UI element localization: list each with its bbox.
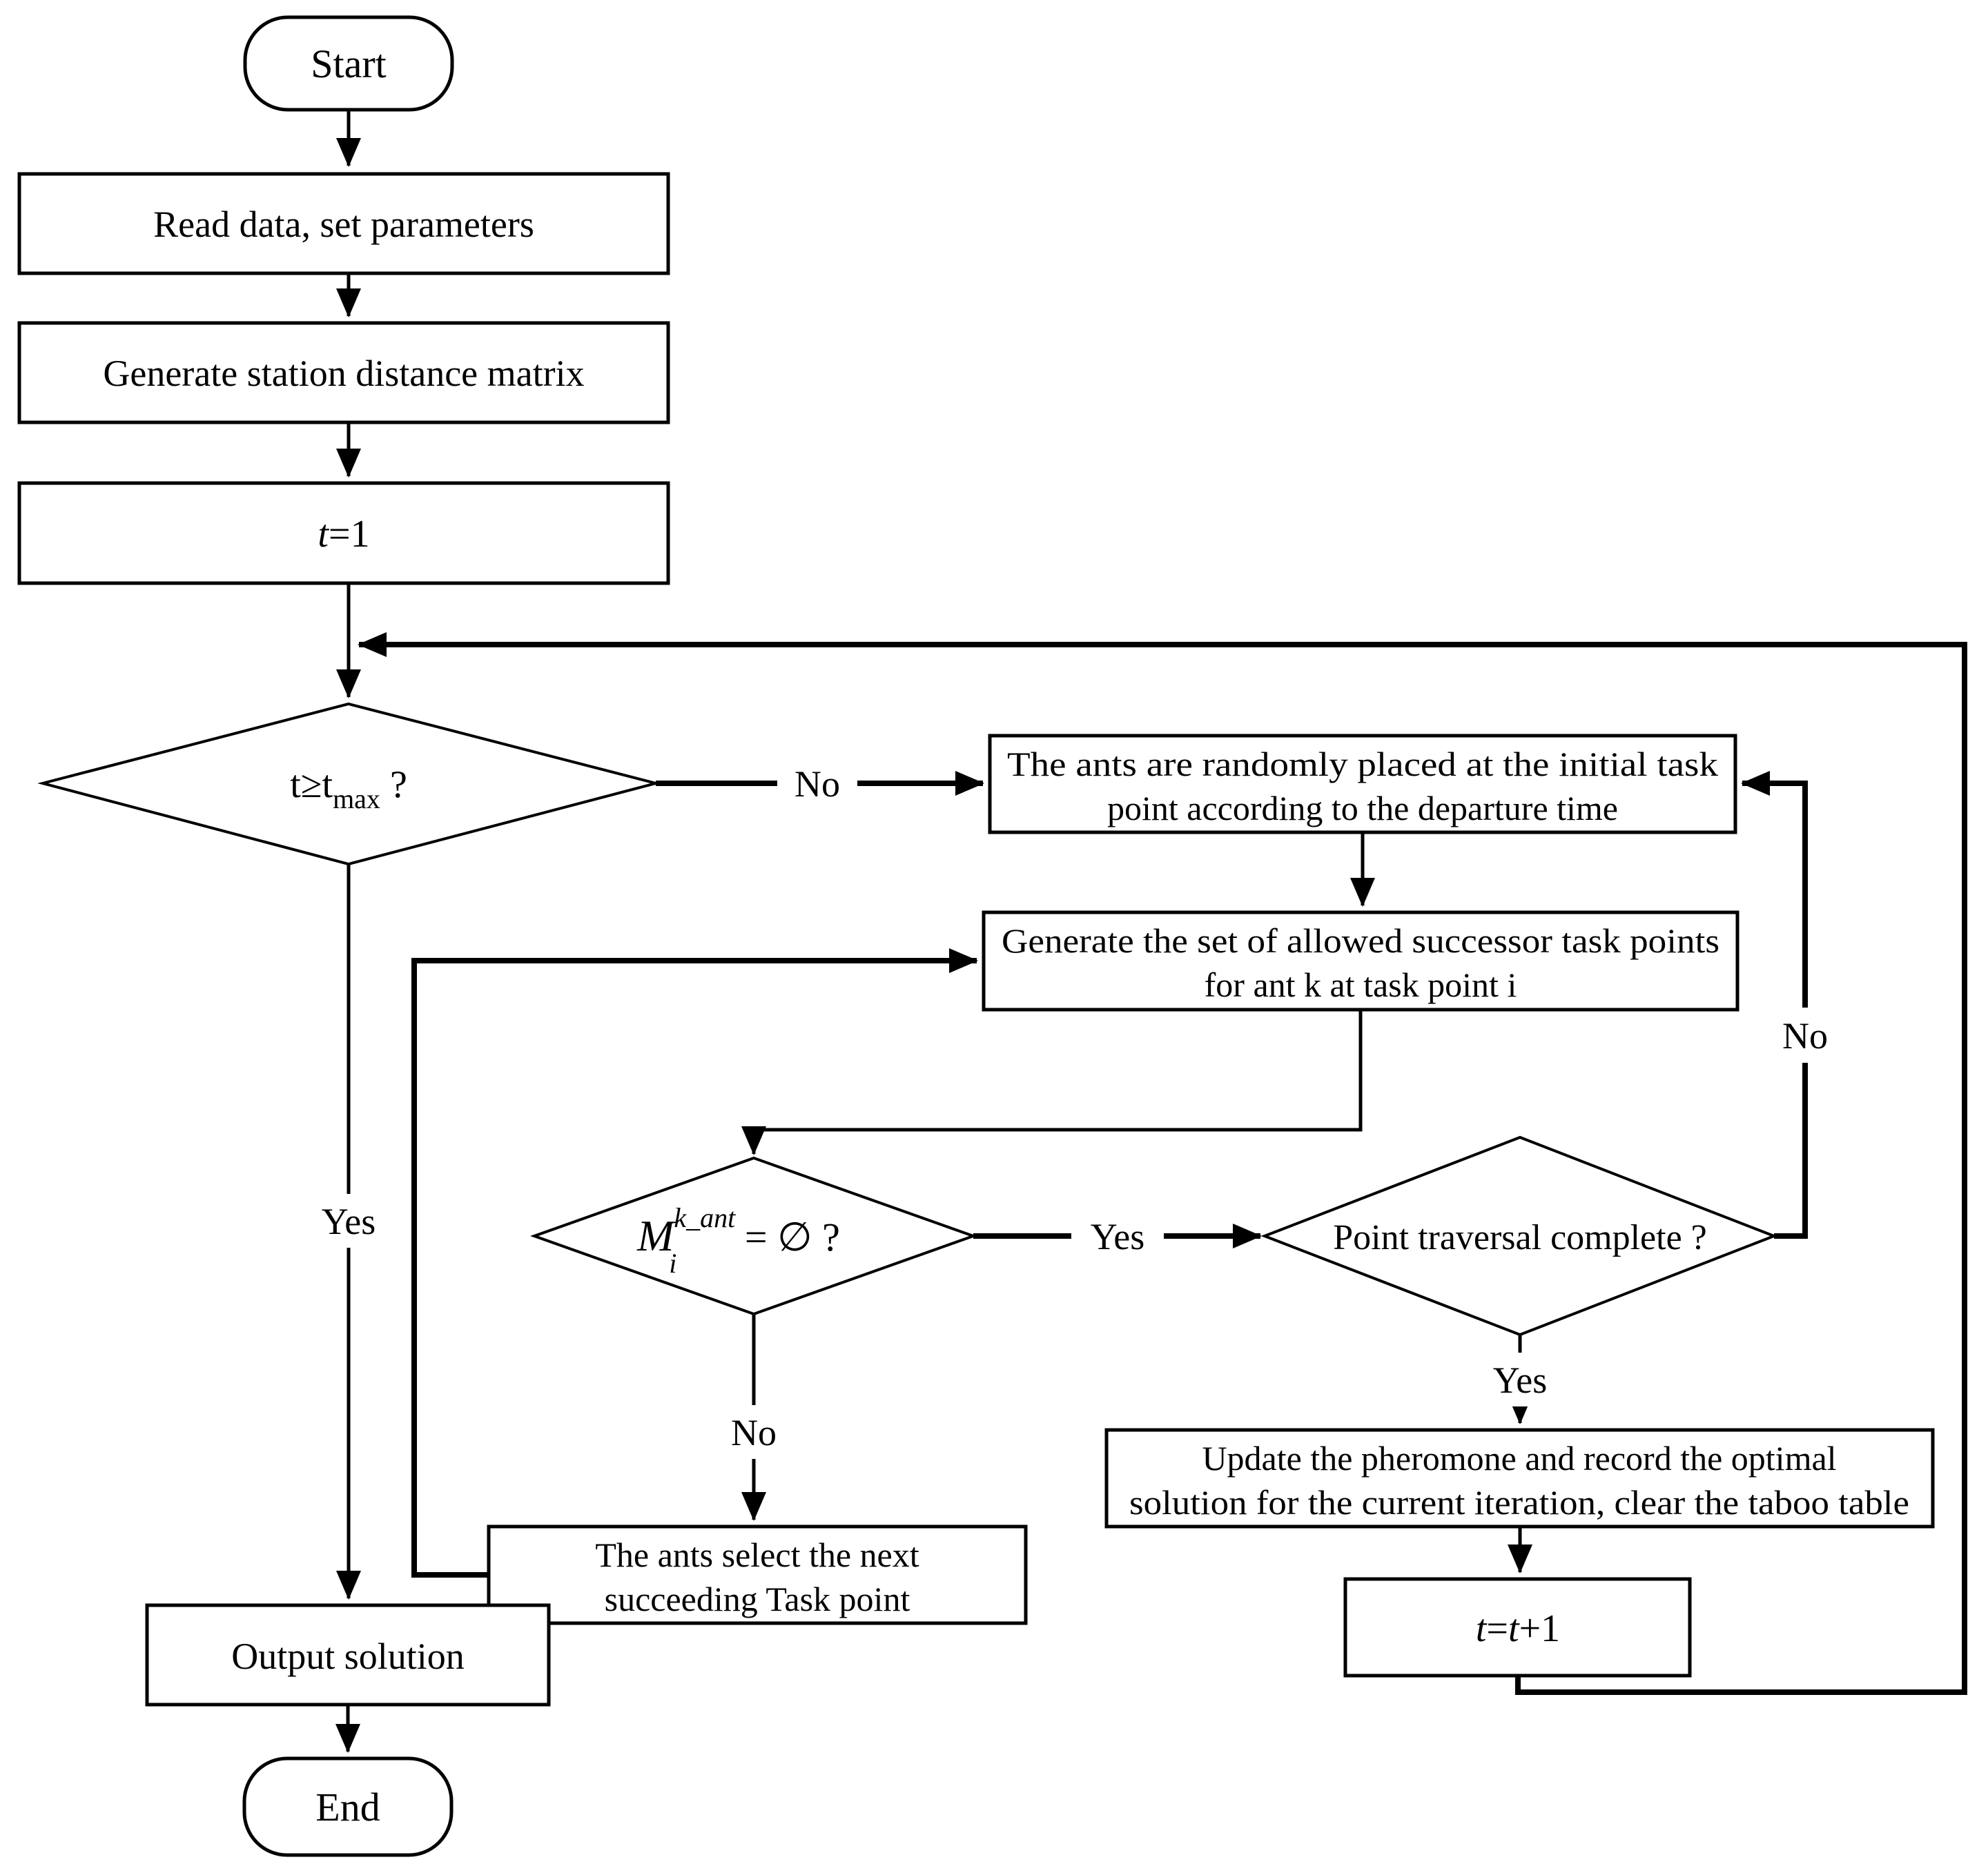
allowed-m: M <box>636 1211 676 1260</box>
tmax-suffix: ? <box>380 763 407 806</box>
t-inc-t1: t <box>1476 1607 1488 1650</box>
t-inc-plus: +1 <box>1519 1607 1561 1650</box>
generate-set-box <box>982 910 1740 1012</box>
yes-tmax-label: Yes <box>322 1201 376 1242</box>
traversal-decision-diamond <box>1260 1135 1778 1337</box>
loop-tinc-to-tmax-decision <box>358 632 1967 1695</box>
t-increment-box <box>1343 1577 1692 1678</box>
traversal-decision-label: Point traversal complete ? <box>1333 1218 1706 1257</box>
t-init-box <box>17 481 670 585</box>
allowed-sup: k_ant <box>674 1202 736 1233</box>
update-pheromone-line1: Update the pheromone and record the opti… <box>1202 1439 1836 1478</box>
t-inc-t2: t <box>1508 1607 1520 1650</box>
yes-allowed-label: Yes <box>1091 1216 1145 1257</box>
update-pheromone-line2: solution for the current iteration, clea… <box>1129 1483 1909 1522</box>
yes-tmax-bg <box>302 1194 395 1248</box>
ants-placed-line1: The ants are randomly placed at the init… <box>1007 745 1718 783</box>
t-increment-label: t=t+1 <box>1476 1607 1560 1650</box>
allowed-rest: = ∅ ? <box>734 1215 839 1259</box>
select-next-line1: The ants select the next <box>595 1536 919 1574</box>
branch-label-backgrounds <box>302 758 1846 1459</box>
tmax-decision-diamond <box>37 702 661 866</box>
no-allowed-label: No <box>731 1412 777 1453</box>
select-next-box <box>487 1524 1028 1625</box>
start-label: Start <box>311 41 387 86</box>
t-init-label: t=1 <box>318 513 369 556</box>
nodes <box>17 15 1935 1857</box>
loop-select-to-generate <box>411 948 978 1578</box>
tmax-sub: max <box>333 783 380 814</box>
tmax-base: t≥t <box>290 763 333 806</box>
end-terminal <box>242 1756 454 1857</box>
yes-traversal-bg <box>1473 1353 1567 1406</box>
distance-matrix-box <box>17 321 670 424</box>
ants-placed-line2: point according to the departure time <box>1107 789 1618 827</box>
t-init-rest: =1 <box>329 513 370 556</box>
ants-placed-box <box>988 734 1737 834</box>
t-inc-eq: = <box>1486 1607 1508 1650</box>
branch-labels: No Yes Yes No Yes No <box>322 763 1828 1453</box>
no-traversal-label: No <box>1782 1015 1828 1057</box>
output-solution-box <box>145 1603 551 1707</box>
no-allowed-bg <box>714 1405 794 1459</box>
end-label: End <box>315 1785 380 1830</box>
read-data-box <box>17 172 670 275</box>
generate-set-line1: Generate the set of allowed successor ta… <box>1002 921 1719 960</box>
distance-matrix-label: Generate station distance matrix <box>103 353 584 394</box>
output-solution-label: Output solution <box>231 1636 465 1677</box>
update-pheromone-box <box>1104 1428 1935 1529</box>
arrow-generate-to-allowed-decision <box>741 1010 1363 1155</box>
no-traversal-bg <box>1764 1008 1846 1063</box>
yes-traversal-label: Yes <box>1493 1360 1548 1401</box>
yes-allowed-bg <box>1071 1209 1164 1263</box>
no-tmax-bg <box>777 758 857 810</box>
allowed-set-decision-diamond <box>530 1156 977 1316</box>
allowed-sub: i <box>669 1248 676 1279</box>
tmax-decision-label: t≥tmax ? <box>290 763 407 814</box>
read-data-label: Read data, set parameters <box>153 204 534 245</box>
select-next-line2: succeeding Task point <box>605 1580 910 1618</box>
start-terminal <box>243 15 454 112</box>
node-texts: Start Read data, set parameters Generate… <box>103 41 1909 1830</box>
no-tmax-label: No <box>795 763 840 805</box>
generate-set-line2: for ant k at task point i <box>1205 965 1517 1004</box>
t-init-var: t <box>318 513 329 556</box>
